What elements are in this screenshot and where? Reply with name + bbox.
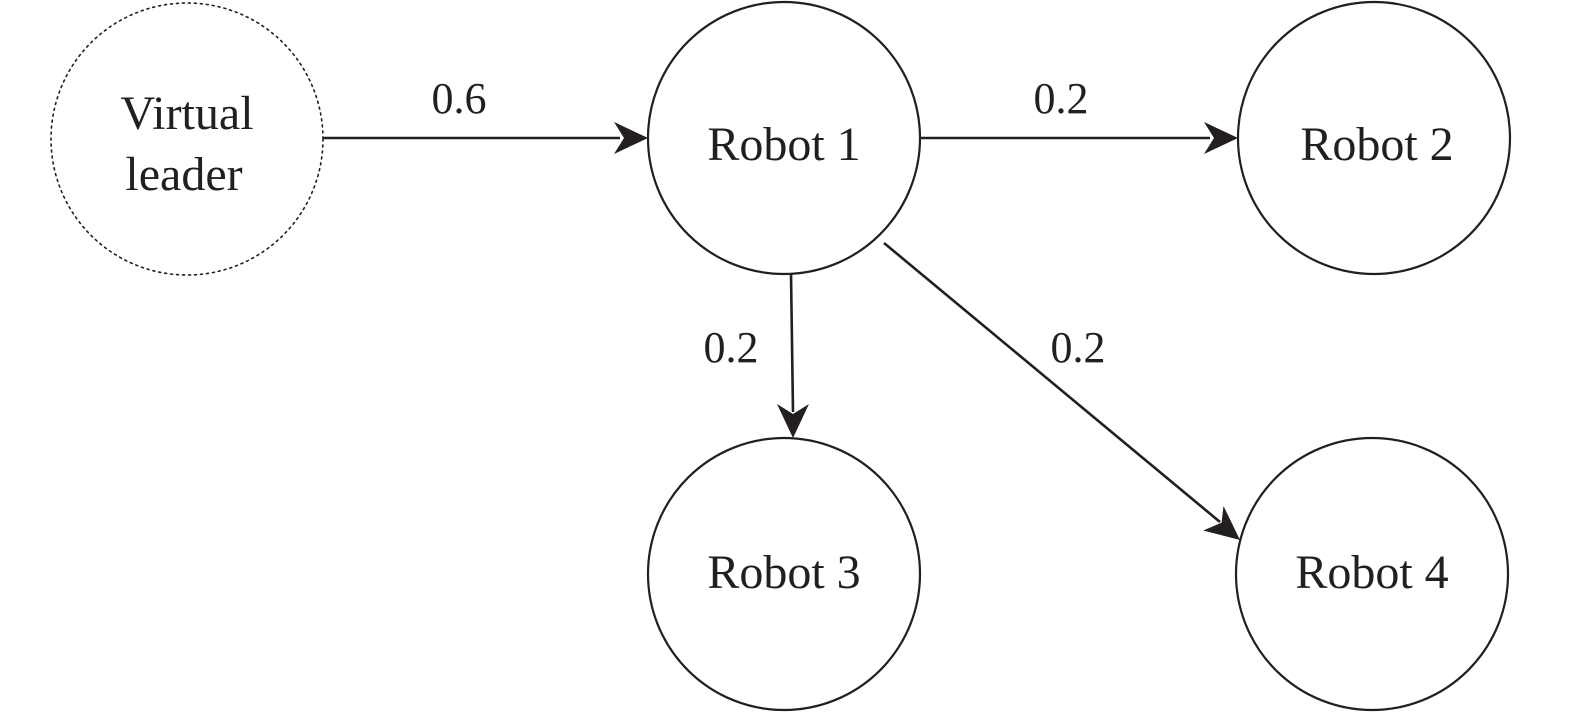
node-robot-4: Robot 4 <box>1234 436 1510 712</box>
edge-robot-1-to-robot-4-arrowhead <box>1203 506 1240 540</box>
edge-robot-1-to-robot-4-line <box>883 241 1221 524</box>
robot-4-circle <box>1234 436 1510 712</box>
robot-4-label: Robot 4 <box>1295 546 1448 599</box>
robot-2-label: Robot 2 <box>1300 118 1453 171</box>
edge-leader-to-robot-1-weight: 0.6 <box>432 74 487 123</box>
node-robot-2: Robot 2 <box>1236 0 1512 276</box>
robot-1-label: Robot 1 <box>707 118 860 171</box>
virtual-leader-label-line2: leader <box>125 148 242 201</box>
robot-3-circle <box>646 436 922 712</box>
edge-robot-1-to-robot-4: 0.2 <box>883 241 1240 540</box>
edge-leader-to-robot-1: 0.6 <box>323 74 648 154</box>
edge-robot-1-to-robot-4-weight: 0.2 <box>1051 323 1106 372</box>
robot-3-label: Robot 3 <box>707 546 860 599</box>
edge-robot-1-to-robot-3-line <box>789 273 795 413</box>
edge-leader-to-robot-1-arrowhead <box>614 122 648 154</box>
edge-robot-1-to-robot-2-weight: 0.2 <box>1034 74 1089 123</box>
edge-robot-1-to-robot-3-arrowhead <box>777 404 809 438</box>
virtual-leader-label-line1: Virtual <box>120 87 253 140</box>
edge-robot-1-to-robot-3: 0.2 <box>704 273 809 438</box>
node-robot-1: Robot 1 <box>646 0 922 276</box>
edge-robot-1-to-robot-2-arrowhead <box>1204 122 1238 154</box>
node-virtual-leader: Virtual leader <box>50 2 324 276</box>
edge-robot-1-to-robot-3-weight: 0.2 <box>704 323 759 372</box>
edge-robot-1-to-robot-2: 0.2 <box>920 74 1238 154</box>
node-robot-3: Robot 3 <box>646 436 922 712</box>
